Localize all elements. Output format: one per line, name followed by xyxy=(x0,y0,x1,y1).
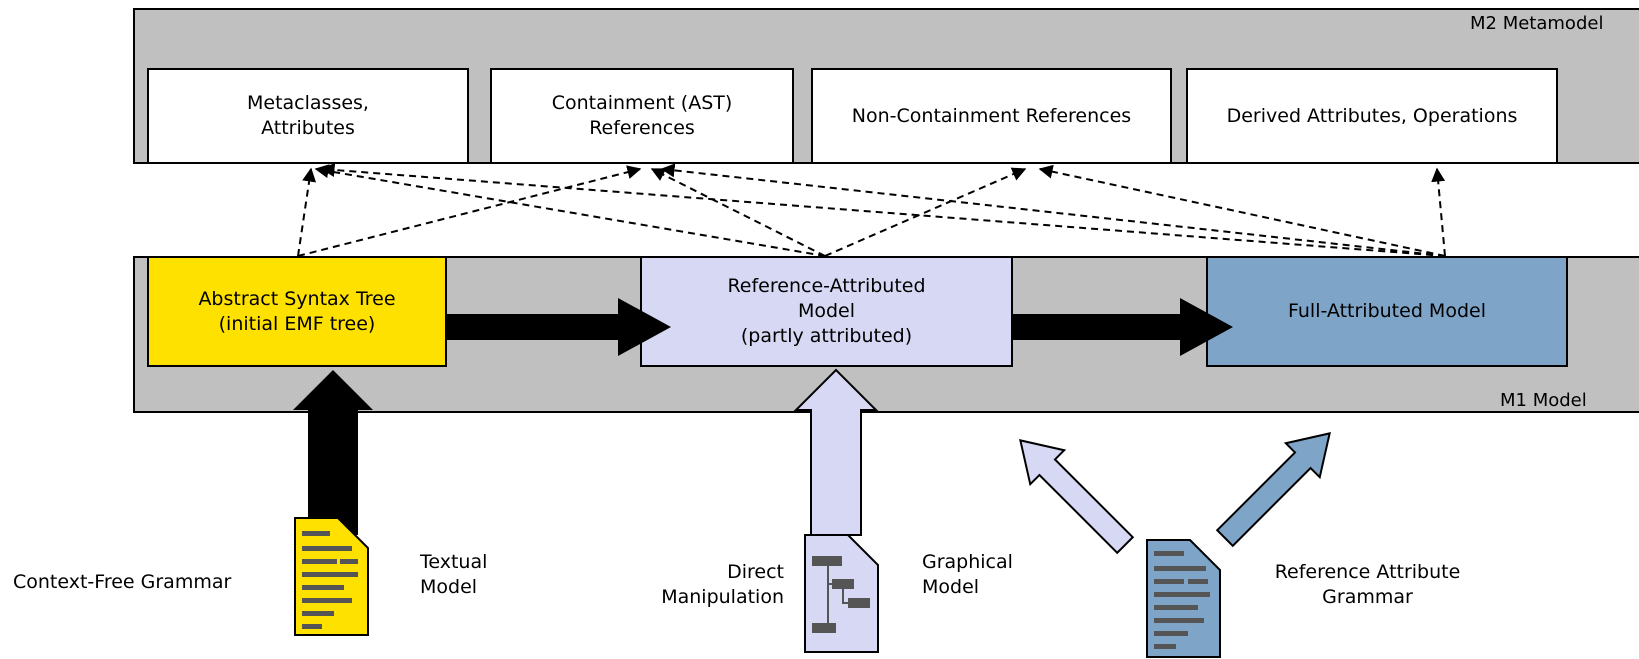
rag-document-icon xyxy=(1146,539,1221,658)
manipulation-up-arrow xyxy=(793,368,879,536)
reference-attribute-grammar-label: Reference Attribute Grammar xyxy=(1274,561,1461,608)
reference-to-full-arrow xyxy=(1013,298,1233,356)
rag-to-reference-arrow xyxy=(1019,439,1135,555)
parse-up-arrow xyxy=(293,370,373,535)
derived-attributes-operations-box: Derived Attributes, Operations xyxy=(1186,68,1558,164)
m2-layer-label: M2 Metamodel xyxy=(1470,13,1604,34)
textual-model-label: Textual Model xyxy=(420,551,488,598)
full-attributed-model-box: Full-Attributed Model xyxy=(1206,256,1568,367)
rag-to-full-arrow xyxy=(1215,432,1331,548)
ast-to-reference-arrow xyxy=(447,298,671,356)
textual-document-icon xyxy=(294,517,369,636)
graphical-model-label: Graphical Model xyxy=(922,551,1013,598)
abstract-syntax-tree-box: Abstract Syntax Tree (initial EMF tree) xyxy=(147,256,447,367)
reference-attributed-model-box: Reference-Attributed Model (partly attri… xyxy=(640,256,1013,367)
m1-layer-label: M1 Model xyxy=(1500,390,1587,411)
non-containment-references-box: Non-Containment References xyxy=(811,68,1172,164)
context-free-grammar-label: Context-Free Grammar xyxy=(13,571,232,593)
dashed-dependency-arrows xyxy=(297,162,1446,257)
metaclasses-attributes-box: Metaclasses, Attributes xyxy=(147,68,469,164)
graphical-document-icon xyxy=(804,534,879,653)
containment-references-box: Containment (AST) References xyxy=(490,68,794,164)
direct-manipulation-label: Direct Manipulation xyxy=(661,561,784,608)
